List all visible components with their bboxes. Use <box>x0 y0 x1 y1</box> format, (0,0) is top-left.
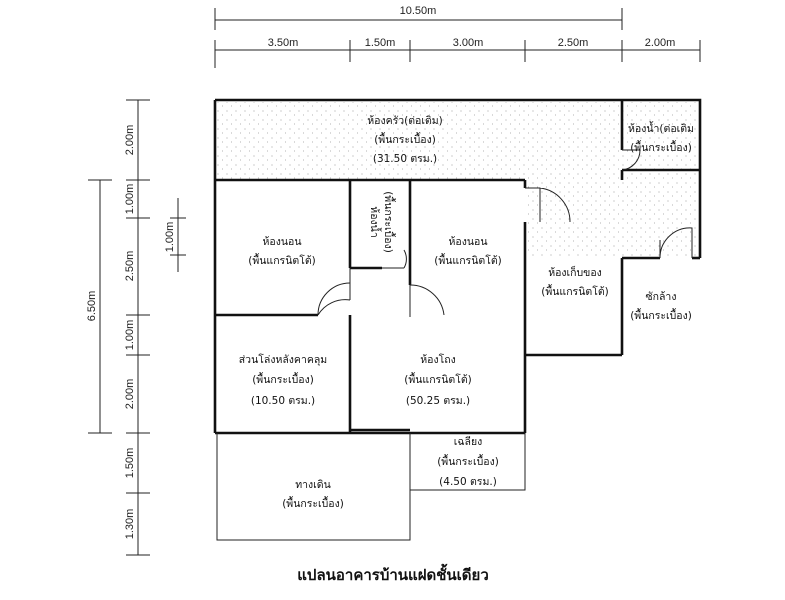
bath-ext-name: ห้องน้ำ(ต่อเติม <box>628 121 694 135</box>
walkway-floor: (พื้นกระเบื้อง) <box>282 496 344 510</box>
kitchen-area: (31.50 ตรม.) <box>373 153 437 165</box>
plan-title: แปลนอาคารบ้านแฝดชั้นเดียว <box>297 563 489 584</box>
kitchen-name: ห้องครัว(ต่อเติม) <box>367 115 443 127</box>
laundry-label: ซักล้าง (พื้นกระเบื้อง) <box>630 291 692 322</box>
top-dim-3: 3.00m <box>453 37 484 49</box>
left-dim-1: 2.00m <box>124 125 136 156</box>
roofed-area-floor: (พื้นกระเบื้อง) <box>252 372 314 386</box>
bath-small-floor: (พื้นกระเบื้อง) <box>382 191 396 253</box>
left-dim-2: 1.00m <box>124 184 136 215</box>
terrace-area: (4.50 ตรม.) <box>439 476 497 488</box>
left-dim-6: 1.50m <box>124 448 136 479</box>
terrace-label: เฉลียง (พื้นกระเบื้อง) (4.50 ตรม.) <box>437 435 499 488</box>
top-dim-5: 2.00m <box>645 37 676 49</box>
walkway-name: ทางเดิน <box>295 479 331 491</box>
laundry-name: ซักล้าง <box>646 291 677 303</box>
small-vertical-dim: 1.00m <box>164 222 176 253</box>
bedroom1-name: ห้องนอน <box>262 236 301 248</box>
kitchen-floor-pattern <box>217 102 699 180</box>
bedroom2-name: ห้องนอน <box>448 236 487 248</box>
bath-ext-label: ห้องน้ำ(ต่อเติม (พื้นกระเบื้อง) <box>628 121 694 154</box>
hall-label: ห้องโถง (พื้นแกรนิตโต้) (50.25 ตรม.) <box>404 353 472 407</box>
bedroom2-floor: (พื้นแกรนิตโต้) <box>434 253 502 267</box>
walls <box>213 98 702 435</box>
top-dim-1: 3.50m <box>268 37 299 49</box>
storage-label: ห้องเก็บของ (พื้นแกรนิตโต้) <box>541 265 609 298</box>
terrace-walkway-outlines <box>216 433 526 541</box>
kitchen-floor: (พื้นกระเบื้อง) <box>374 132 436 146</box>
left-dimension-lines <box>88 99 186 556</box>
bedroom2-label: ห้องนอน (พื้นแกรนิตโต้) <box>434 236 502 267</box>
bath-ext-floor: (พื้นกระเบื้อง) <box>630 140 692 154</box>
left-dim-4: 1.00m <box>124 320 136 351</box>
bedroom1-floor: (พื้นแกรนิตโต้) <box>248 253 316 267</box>
hall-name: ห้องโถง <box>420 353 455 366</box>
storage-name: ห้องเก็บของ <box>548 265 602 279</box>
roofed-area-name: ส่วนโล่งหลังคาคลุม <box>239 353 327 366</box>
top-dim-4: 2.50m <box>558 37 589 49</box>
bath-small-label: ห้องน้ำ (พื้นกระเบื้อง) <box>368 191 396 253</box>
bedroom1-label: ห้องนอน (พื้นแกรนิตโต้) <box>248 236 316 267</box>
left-dim-5: 2.00m <box>124 379 136 410</box>
walkway-label: ทางเดิน (พื้นกระเบื้อง) <box>282 479 344 510</box>
top-dimension-lines <box>214 8 701 68</box>
door-swings <box>317 149 693 317</box>
laundry-floor: (พื้นกระเบื้อง) <box>630 308 692 322</box>
top-dim-2: 1.50m <box>365 37 396 49</box>
storage-floor: (พื้นแกรนิตโต้) <box>541 284 609 298</box>
roofed-area-label: ส่วนโล่งหลังคาคลุม (พื้นกระเบื้อง) (10.5… <box>239 353 327 407</box>
terrace-name: เฉลียง <box>454 435 482 448</box>
kitchen-label: ห้องครัว(ต่อเติม) (พื้นกระเบื้อง) (31.50… <box>367 115 443 165</box>
hall-floor: (พื้นแกรนิตโต้) <box>404 372 472 386</box>
bath-small-name: ห้องน้ำ <box>368 206 382 237</box>
left-dim-3: 2.50m <box>124 251 136 282</box>
terrace-floor: (พื้นกระเบื้อง) <box>437 454 499 468</box>
overall-width-label: 10.50m <box>400 5 437 17</box>
hall-area: (50.25 ตรม.) <box>406 395 470 407</box>
roofed-area-size: (10.50 ตรม.) <box>251 395 315 407</box>
left-overall-height-label: 6.50m <box>86 291 98 322</box>
left-dim-7: 1.30m <box>124 509 136 540</box>
